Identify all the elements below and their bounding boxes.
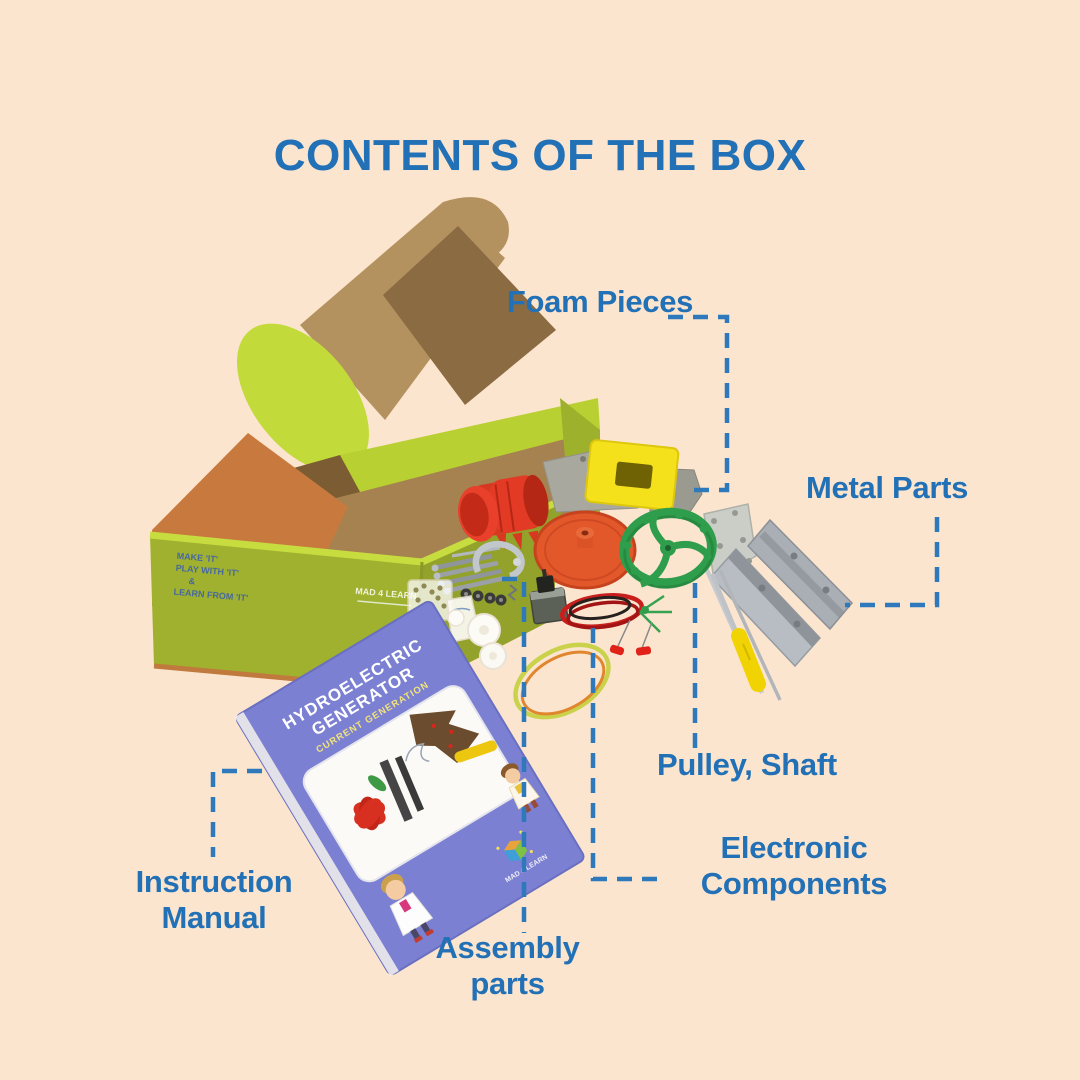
label-electronic-components: Electronic Components — [700, 830, 888, 901]
label-instruction-manual: Instruction Manual — [135, 864, 293, 935]
electronic-components-photo — [529, 568, 672, 656]
metal-bracket-back — [746, 518, 854, 631]
cartoon-girl — [380, 873, 434, 944]
green-wheel — [619, 507, 717, 589]
rubber-band — [513, 642, 611, 720]
label-metal-parts: Metal Parts — [806, 470, 969, 505]
leader-line-electronic-components — [590, 628, 664, 882]
leader-line-instruction-manual — [210, 768, 262, 857]
red-turbine-cups — [458, 474, 554, 550]
box-lid — [237, 197, 556, 473]
leader-line-metal-parts — [845, 517, 940, 608]
label-foam-pieces: Foam Pieces — [506, 284, 694, 319]
instruction-manual-booklet: HYDROELECTRIC GENERATOR CURRENT GENERATI… — [234, 600, 585, 976]
dc-motor — [529, 568, 569, 625]
foam-pieces-photo — [542, 439, 703, 519]
manual-cover-photo — [302, 685, 520, 883]
string-spools — [447, 609, 507, 670]
page-title: CONTENTS OF THE BOX — [273, 131, 807, 181]
led-wires — [609, 594, 672, 656]
metal-bracket-front — [709, 547, 822, 668]
leader-line-foam-pieces — [668, 314, 730, 493]
screwdriver — [709, 573, 766, 692]
wire-coil — [560, 593, 644, 630]
label-pulley-shaft: Pulley, Shaft — [657, 747, 837, 782]
leader-lines — [210, 314, 940, 933]
leader-line-assembly-parts — [502, 576, 527, 933]
metal-parts-photo — [703, 503, 854, 701]
box-text-line3: & — [188, 576, 196, 587]
lid-lime-accent — [237, 323, 369, 473]
box-text-line1: MAKE 'IT' — [176, 551, 218, 565]
hook-clamp — [472, 540, 525, 601]
label-assembly-parts: Assembly parts — [435, 930, 580, 1001]
